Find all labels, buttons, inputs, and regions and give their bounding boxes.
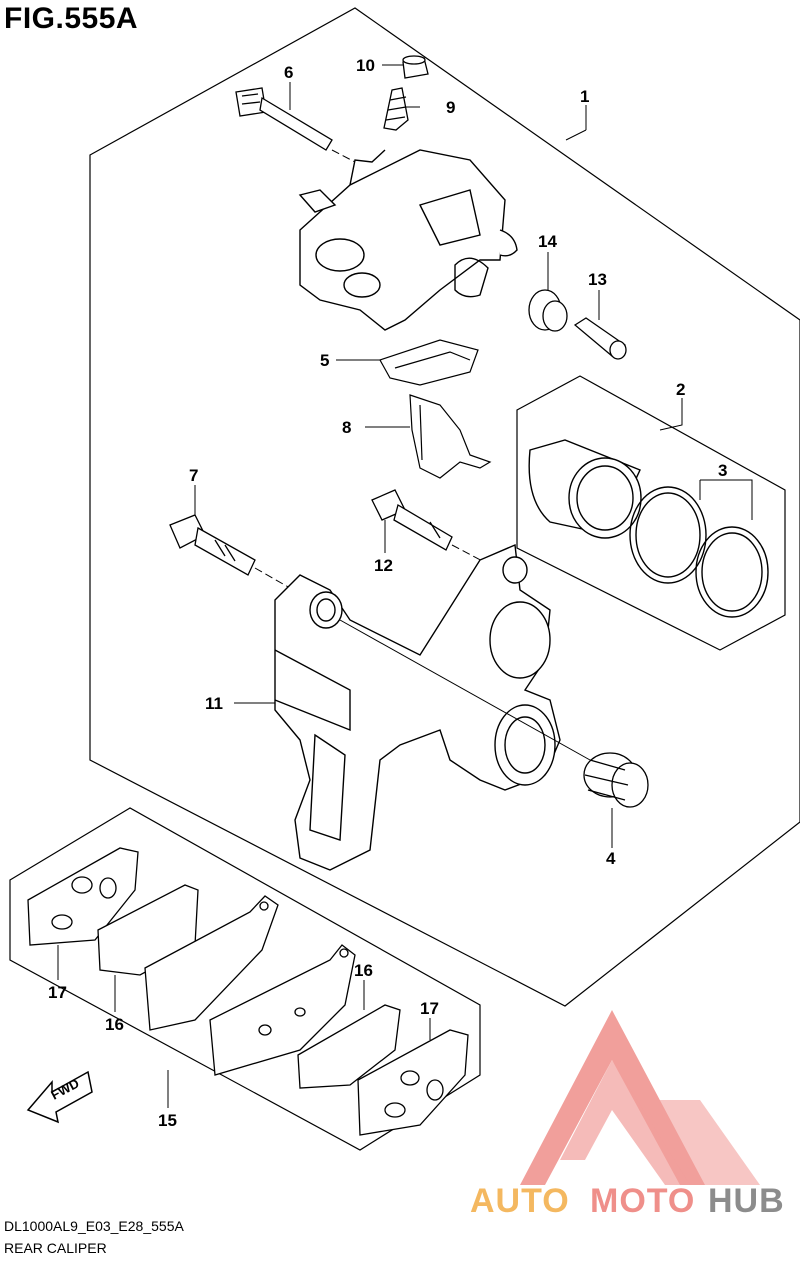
callout-labels: 1 2 3 4 5 6 7 8 9 10 11 12 13 14 15 16 1… [48, 56, 727, 1130]
footer-code: DL1000AL9_E03_E28_555A [4, 1218, 184, 1234]
callout-13: 13 [588, 270, 607, 289]
fwd-arrow-icon: FWD [26, 1070, 93, 1124]
callout-1: 1 [580, 87, 589, 106]
caliper-pin [235, 87, 333, 151]
pin-leader [331, 149, 356, 163]
bolt12-leader [451, 544, 491, 566]
caliper-piston [528, 439, 642, 539]
callout-16-left: 16 [105, 1015, 124, 1034]
figure-title: FIG.555A [4, 2, 139, 35]
callout-14: 14 [538, 232, 557, 251]
pad-shim-17-right [357, 1029, 469, 1136]
mounting-bolt-12 [371, 489, 453, 551]
sleeve-pin [573, 317, 627, 360]
callout-10: 10 [356, 56, 375, 75]
callout-2: 2 [676, 380, 685, 399]
brake-pad-left [144, 895, 279, 1031]
callout-3: 3 [718, 461, 727, 480]
pad-shim-16-right [297, 1004, 401, 1089]
callout-17-right: 17 [420, 999, 439, 1018]
pad-retainer [409, 394, 492, 479]
mounting-bolt-7 [169, 514, 256, 576]
assembly-frame [89, 7, 800, 1007]
svg-text:HUB: HUB [708, 1182, 785, 1220]
watermark-text: AUTO MOTO HUB [470, 1182, 785, 1220]
pad-set-frame [9, 807, 481, 1151]
callout-17-left: 17 [48, 983, 67, 1002]
callout-5: 5 [320, 351, 329, 370]
watermark-logo [520, 1010, 760, 1185]
pin-boot [528, 289, 568, 332]
piston-axis-line [339, 619, 591, 761]
caliper-bracket [274, 543, 561, 871]
piston-seals [629, 486, 769, 618]
bleeder-valve [383, 87, 409, 131]
piston-boot [583, 752, 649, 808]
callout-15: 15 [158, 1111, 177, 1130]
bolt7-leader [254, 567, 291, 589]
pad-spring [379, 339, 479, 386]
callout-4: 4 [606, 849, 616, 868]
callout-12: 12 [374, 556, 393, 575]
callout-16-right: 16 [354, 961, 373, 980]
leader-lines [57, 64, 753, 1108]
callout-9: 9 [446, 98, 455, 117]
bleeder-cap [402, 55, 429, 79]
callout-6: 6 [284, 63, 293, 82]
callout-8: 8 [342, 418, 351, 437]
callout-7: 7 [189, 466, 198, 485]
caliper-body [298, 149, 518, 331]
pad-shim-17-left [27, 847, 139, 946]
piston-kit-frame [516, 375, 786, 651]
brake-pad-right [209, 944, 356, 1076]
svg-text:MOTO: MOTO [590, 1182, 695, 1220]
callout-11: 11 [205, 694, 223, 713]
footer-name: REAR CALIPER [4, 1240, 107, 1256]
svg-text:AUTO: AUTO [470, 1182, 570, 1220]
